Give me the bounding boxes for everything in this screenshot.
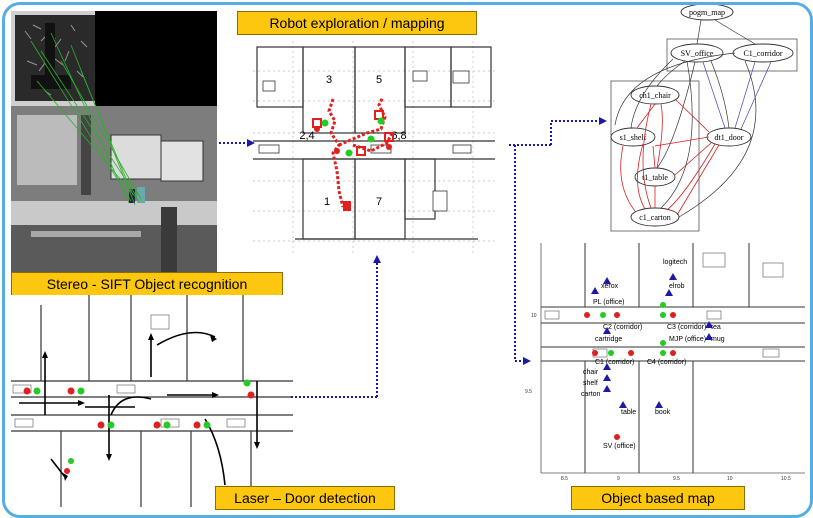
robot-label: Robot exploration / mapping: [237, 11, 477, 35]
graph-node: [680, 5, 734, 21]
room-label: 2,4: [299, 130, 314, 142]
graph-node-label: C1_corridor: [743, 49, 782, 58]
graph-node-label: t1_table: [642, 173, 668, 182]
graph-node-label: dt1_door: [715, 133, 744, 142]
place-label: carton: [581, 391, 601, 398]
x-tick: 9.5: [673, 476, 680, 482]
place-label: tea: [711, 324, 721, 331]
graph-node-label: s1_shelf: [620, 133, 647, 142]
object-graph: pogm_map SV_office C1_corridor ch1_chair…: [595, 5, 803, 235]
place-label: SV (office): [603, 443, 636, 450]
room-label: 5: [376, 74, 382, 86]
exploration-map: 3 5 2,4 6,8 1 7: [253, 41, 495, 253]
place-label: xerox: [601, 283, 619, 290]
stereo-photo: [11, 11, 217, 273]
stereo-label: Stereo - SIFT Object recognition: [11, 272, 283, 296]
y-tick: 9.5: [525, 389, 532, 395]
x-tick: 10: [727, 476, 733, 482]
robot-path: [327, 96, 395, 208]
place-label: shelf: [583, 380, 598, 387]
place-label: table: [621, 409, 636, 416]
place-label: C1 (corridor): [595, 359, 634, 366]
laser-label: Laser – Door detection: [215, 486, 395, 510]
place-label: mug: [711, 336, 725, 343]
object-based-map: logitech xerox elrob PL (office) C2 (cor…: [523, 243, 805, 485]
room-label: 7: [376, 196, 382, 208]
place-label: C2 (corridor): [603, 324, 642, 331]
y-tick: 10: [531, 313, 537, 319]
place-label: logitech: [663, 259, 687, 266]
x-tick: 9: [617, 476, 620, 482]
graph-node-label: SV_office: [681, 49, 714, 58]
graph-node-label: ch1_chair: [639, 91, 671, 100]
graph-root-label: pogm_map: [689, 8, 725, 17]
place-label: elrob: [669, 283, 685, 290]
room-label: 1: [324, 196, 330, 208]
room-label: 3: [326, 74, 332, 86]
room-label: 6,8: [391, 130, 406, 142]
object-map-label: Object based map: [571, 486, 745, 510]
place-label: cartridge: [595, 336, 622, 343]
place-label: PL (office): [593, 299, 625, 306]
place-label: C4 (corridor): [647, 359, 686, 366]
place-label: C3 (corridor): [667, 324, 706, 331]
place-label: book: [655, 409, 671, 416]
laser-map: [11, 295, 293, 507]
place-label: chair: [583, 369, 599, 376]
graph-node-label: c1_carton: [639, 213, 671, 222]
x-tick: 10.5: [781, 476, 791, 482]
x-tick: 8.5: [561, 476, 568, 482]
place-label: MJP (office): [669, 336, 706, 343]
